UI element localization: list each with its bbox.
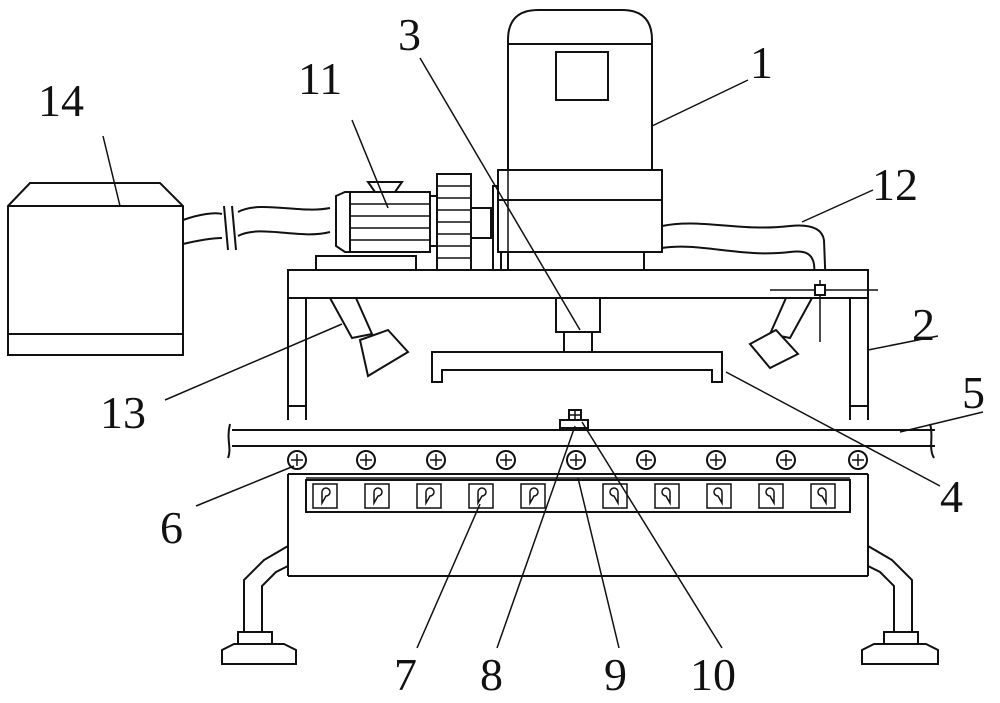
blower <box>315 173 502 271</box>
label-roller: 6 <box>160 502 183 553</box>
label-sensor-mount: 10 <box>690 649 736 700</box>
collection-box <box>7 182 184 356</box>
labels: 1 2 3 4 5 6 7 8 9 10 11 12 13 14 <box>38 9 985 700</box>
press-plate <box>431 351 723 383</box>
label-press-plate: 4 <box>940 471 963 522</box>
conveyor-belt <box>227 423 935 459</box>
label-collection-box: 14 <box>38 75 84 126</box>
sensor-crosshair <box>770 280 878 342</box>
shaft <box>555 297 601 353</box>
label-motor: 1 <box>750 37 773 88</box>
label-blower: 11 <box>298 53 342 104</box>
suction-nozzle-left <box>329 297 410 378</box>
leader-lines <box>102 57 984 649</box>
label-heating-plate: 9 <box>604 649 627 700</box>
leg-left <box>221 545 297 665</box>
label-frame: 2 <box>912 299 935 350</box>
lower-body <box>287 474 869 577</box>
label-sensor: 8 <box>480 649 503 700</box>
heaters <box>312 483 836 509</box>
leg-right <box>861 545 939 665</box>
suction-nozzle-right <box>748 297 813 370</box>
label-conveyor-belt: 5 <box>962 367 985 418</box>
frame <box>287 269 869 420</box>
label-hose: 12 <box>872 159 918 210</box>
rollers <box>287 450 868 470</box>
label-suction-nozzle: 13 <box>100 387 146 438</box>
label-shaft: 3 <box>398 9 421 60</box>
hose-left <box>182 205 331 251</box>
label-heater: 7 <box>394 649 417 700</box>
